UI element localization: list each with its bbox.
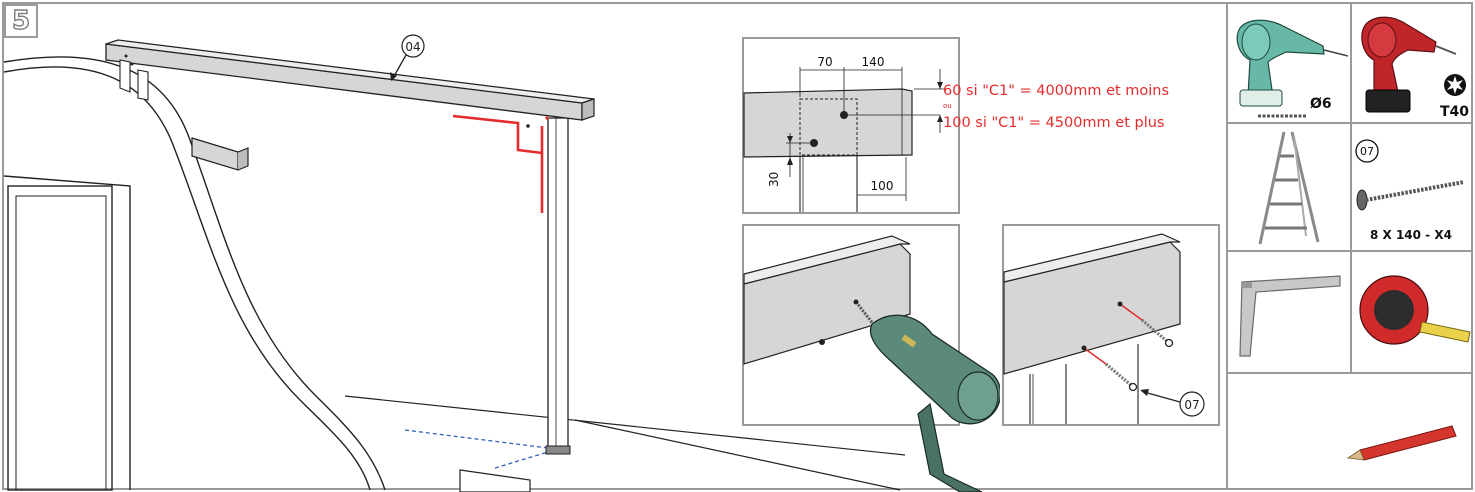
torx-size: T40 — [1440, 104, 1470, 120]
screw-part-label-circle — [1179, 391, 1205, 417]
red-note-line1: 60 si "C1" = 4000mm et moins — [943, 83, 1170, 99]
part-label-04: 04 — [405, 40, 420, 54]
tape-measure-icon — [1359, 275, 1471, 345]
drill-bit-size: Ø6 — [1310, 96, 1332, 112]
dim-top-right: 140 — [862, 55, 885, 69]
post-foot — [545, 445, 571, 455]
layout-dashed-2 — [494, 451, 549, 469]
ground-line-2 — [574, 419, 901, 491]
dim-left-vertical: 30 — [767, 172, 781, 187]
tool-cell-ladder — [1226, 122, 1352, 252]
tool-cell-drill: Ø6 — [1226, 2, 1352, 124]
curved-wall-outer — [3, 66, 371, 491]
tool-cell-pencil — [1226, 372, 1473, 490]
cordless-drill-icon — [1236, 19, 1349, 118]
ground-line — [344, 395, 906, 456]
layout-dashed-1 — [404, 429, 549, 449]
ground-slab — [459, 469, 531, 492]
door-frame — [7, 185, 113, 491]
door-inner — [15, 195, 107, 491]
tool-cell-screw: 07 8 X 140 - X4 — [1350, 122, 1473, 252]
screw-spec: 8 X 140 - X4 — [1370, 228, 1452, 242]
tool-cell-screwdriver: T40 — [1350, 2, 1473, 124]
step-ladder-icon — [1258, 131, 1320, 245]
leader-04 — [392, 54, 407, 79]
dim-top-left: 70 — [817, 55, 832, 69]
electric-screwdriver-icon — [1361, 16, 1457, 113]
carpenter-square-icon — [1239, 275, 1341, 357]
beam-support-left — [119, 59, 131, 93]
red-highlight-bracket — [452, 114, 544, 213]
red-note-line2: 100 si "C1" = 4500mm et plus — [943, 115, 1165, 131]
screw-part-circle: 07 — [1355, 139, 1379, 163]
part-label-04-circle — [401, 34, 425, 58]
wood-screw-icon — [1356, 180, 1465, 211]
dim-bottom-right: 100 — [871, 179, 894, 193]
red-note-separator: ou — [943, 102, 952, 110]
post — [547, 117, 569, 451]
screw-part-label: 07 — [1184, 398, 1199, 412]
pencil-icon — [1346, 425, 1457, 461]
house-wall — [3, 175, 131, 490]
step-number-badge: 5 — [4, 4, 38, 38]
torx-star-icon — [1444, 74, 1466, 96]
tool-cell-square — [1226, 250, 1352, 374]
screw-detail-drawing: 07 — [1003, 233, 1205, 424]
tool-screw-part-label: 07 — [1360, 145, 1374, 158]
tool-cell-tape — [1350, 250, 1473, 374]
top-beam — [105, 43, 583, 121]
curved-wall-inner — [3, 56, 386, 491]
main-scene-illustration: 04 — [3, 34, 906, 492]
dimension-detail-drawing: 70 140 30 100 — [743, 55, 946, 212]
drilling-detail-drawing — [743, 235, 1000, 492]
